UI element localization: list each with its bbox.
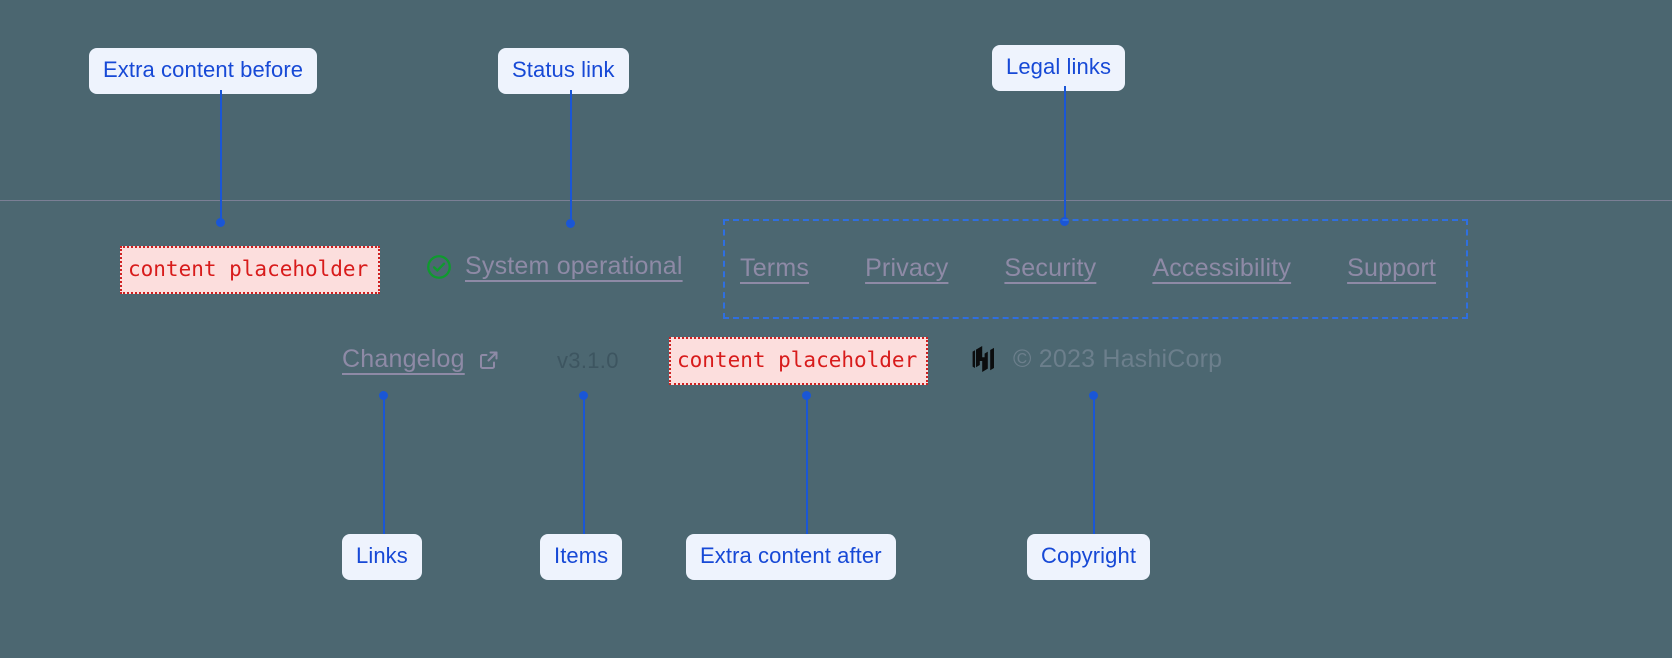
annotation-leader-copyright (1093, 398, 1095, 534)
footer-extra-content-before-placeholder[interactable]: content placeholder (120, 246, 380, 294)
external-link-icon (477, 348, 501, 372)
annotation-leader-status-link (570, 90, 572, 225)
annotation-dot-links (379, 391, 388, 400)
annotation-dot-legal-links (1060, 217, 1069, 226)
footer-version-label: v3.1.0 (557, 348, 619, 373)
annotation-status-link: Status link (498, 48, 629, 94)
annotation-legal-links: Legal links (992, 45, 1126, 91)
footer-changelog-label: Changelog (342, 345, 465, 373)
annotation-dot-items (579, 391, 588, 400)
footer-extra-content-after-placeholder[interactable]: content placeholder (669, 337, 928, 385)
legal-link-privacy[interactable]: Privacy (865, 254, 949, 282)
annotation-extra-content-after: Extra content after (686, 534, 896, 580)
check-circle-icon (425, 253, 453, 281)
annotation-dot-status-link (566, 219, 575, 228)
annotation-leader-extra-content-before (220, 90, 222, 223)
annotation-copyright: Copyright (1027, 534, 1151, 580)
footer-legal-links: Terms Privacy Security Accessibility Sup… (740, 254, 1436, 283)
annotation-dot-extra-content-after (802, 391, 811, 400)
annotation-extra-content-before: Extra content before (89, 48, 318, 94)
legal-link-security[interactable]: Security (1004, 254, 1097, 282)
footer-changelog-link[interactable]: Changelog (342, 345, 501, 374)
legal-link-support[interactable]: Support (1347, 254, 1437, 282)
annotation-links: Links (342, 534, 422, 580)
footer-copyright: © 2023 HashiCorp (971, 344, 1222, 374)
annotation-dot-copyright (1089, 391, 1098, 400)
annotation-dot-extra-content-before (216, 218, 225, 227)
page-background-top (0, 0, 1672, 200)
annotation-items: Items (540, 534, 623, 580)
annotation-leader-links (383, 398, 385, 534)
annotation-leader-extra-content-after (806, 398, 808, 534)
legal-link-terms[interactable]: Terms (740, 254, 810, 282)
annotation-leader-legal-links (1064, 86, 1066, 223)
hashicorp-logo-icon (971, 344, 999, 374)
annotation-leader-items (583, 398, 585, 534)
legal-link-accessibility[interactable]: Accessibility (1152, 254, 1292, 282)
footer-status-label: System operational (465, 252, 683, 280)
footer-status-link[interactable]: System operational (425, 252, 683, 281)
footer-copyright-text: © 2023 HashiCorp (1013, 344, 1223, 373)
